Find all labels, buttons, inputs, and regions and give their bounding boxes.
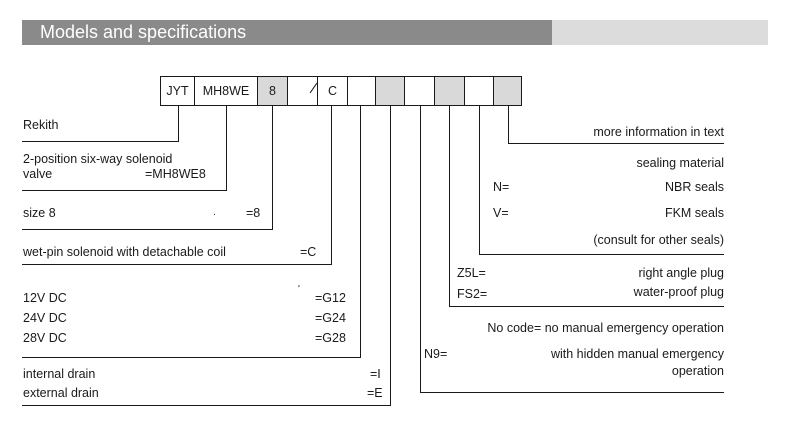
voltage-24-label: 24V DC — [23, 311, 67, 325]
code-cell-size: 8 — [257, 76, 288, 106]
solenoid-code: =C — [300, 245, 317, 259]
code-cell-solenoid: C — [317, 76, 348, 106]
section-title: Models and specifications — [22, 20, 552, 45]
code-cell-jyt: JYT — [160, 76, 195, 106]
seal-fkm-code: V= — [493, 206, 509, 220]
size-dot: . — [213, 207, 216, 218]
plug-z5l-label: right angle plug — [638, 266, 724, 280]
voltage-28-label: 28V DC — [23, 331, 67, 345]
code-cell-drain — [375, 76, 405, 106]
code-cell-seal — [464, 76, 494, 106]
voltage-12-code: =G12 — [315, 291, 346, 305]
drain-internal-code: =I — [370, 367, 381, 381]
code-cell-manual — [404, 76, 435, 106]
drain-internal-label: internal drain — [23, 367, 96, 381]
code-cell-plug — [434, 76, 465, 106]
drain-external-code: =E — [367, 386, 383, 400]
seal-nbr-code: N= — [493, 180, 510, 194]
code-cell-more — [493, 76, 522, 106]
valve-type-label: 2-position six-way solenoid — [23, 152, 173, 166]
manual-hidden-label-2: operation — [671, 364, 724, 378]
size-code: =8 — [246, 206, 261, 220]
size-label: size 8 — [23, 206, 56, 220]
valve-type-code: =MH8WE8 — [145, 167, 206, 181]
voltage-mark: ' — [298, 284, 300, 295]
code-cell-voltage — [347, 76, 376, 106]
manual-hidden-label: with hidden manual emergency — [550, 347, 724, 361]
seal-nbr-label: NBR seals — [664, 180, 724, 194]
section-title-bar — [552, 20, 768, 45]
plug-fs2-code: FS2= — [457, 287, 488, 301]
code-cell-blank-1 — [287, 76, 318, 106]
code-cell-mh8we: MH8WE — [194, 76, 258, 106]
voltage-24-code: =G24 — [315, 311, 346, 325]
seal-fkm-label: FKM seals — [664, 206, 724, 220]
plug-fs2-label: water-proof plug — [633, 285, 724, 299]
manual-none-label: No code= no manual emergency operation — [487, 321, 724, 335]
seals-note: (consult for other seals) — [593, 233, 724, 247]
plug-z5l-code: Z5L= — [457, 266, 486, 280]
solenoid-label: wet-pin solenoid with detachable coil — [23, 245, 226, 259]
more-info-label: more information in text — [593, 125, 724, 139]
brand-label: Rekith — [23, 118, 59, 132]
voltage-12-label: 12V DC — [23, 291, 67, 305]
valve-type-label-2: valve — [23, 167, 53, 181]
voltage-28-code: =G28 — [315, 331, 346, 345]
manual-hidden-code: N9= — [424, 347, 448, 361]
sealing-title: sealing material — [636, 156, 724, 170]
drain-external-label: external drain — [23, 386, 99, 400]
